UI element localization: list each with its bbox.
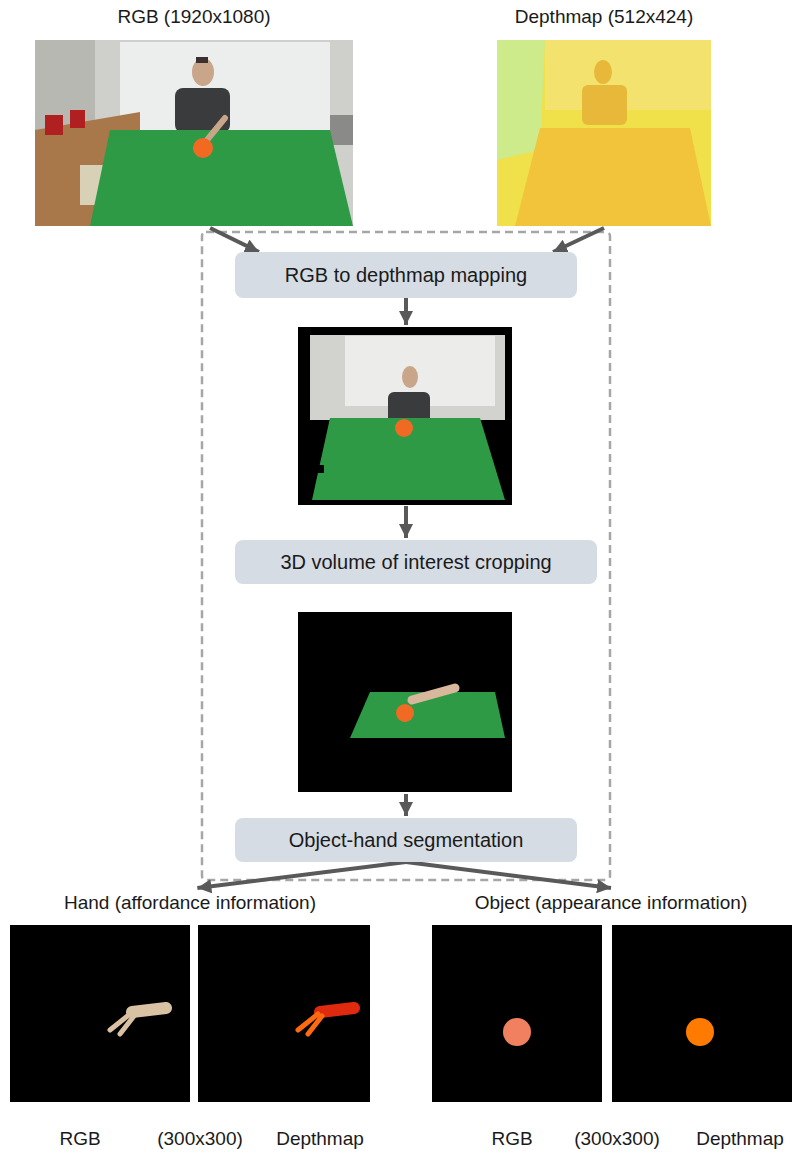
flow-arrow bbox=[210, 228, 259, 252]
green-table bbox=[90, 130, 353, 226]
flow-arrow bbox=[404, 298, 408, 325]
image-panel: Object (appearance information) bbox=[428, 888, 794, 1104]
node-text: RGB to depthmap mapping bbox=[281, 264, 531, 287]
process-box: RGB to depthmap mapping bbox=[235, 252, 577, 298]
process-box: 3D volume of interest cropping bbox=[235, 540, 597, 584]
object-depth-ball bbox=[686, 1018, 714, 1046]
process-box: Object-hand segmentation bbox=[235, 818, 577, 862]
depth-torso bbox=[582, 85, 627, 125]
image-caption: RGB bbox=[491, 1128, 532, 1150]
image-caption: RGB bbox=[59, 1128, 100, 1150]
image-caption: Depthmap bbox=[696, 1128, 784, 1150]
object-ball bbox=[503, 1018, 531, 1046]
ball bbox=[193, 138, 213, 158]
object-depth bbox=[612, 925, 792, 1102]
flow-arrow bbox=[553, 228, 604, 252]
person-head bbox=[192, 58, 214, 86]
node-text: Object-hand segmentation bbox=[285, 829, 528, 852]
hand-depth-arm bbox=[320, 1008, 354, 1012]
hand-rgb bbox=[10, 925, 190, 1102]
chair bbox=[70, 110, 85, 128]
photo-wall bbox=[35, 40, 353, 226]
depthmap bbox=[497, 40, 711, 226]
depth-head bbox=[594, 60, 612, 84]
hand-depth bbox=[198, 925, 370, 1102]
flow-arrow bbox=[404, 506, 408, 538]
node-text: Object (appearance information) bbox=[428, 888, 794, 914]
pipeline-frame bbox=[202, 232, 610, 880]
hand-finger bbox=[120, 1016, 134, 1034]
mapped-image bbox=[298, 327, 512, 505]
depth-wall bbox=[545, 40, 711, 110]
node-text: Depthmap (512x424) bbox=[495, 2, 713, 28]
mapped-head bbox=[402, 366, 418, 388]
chair bbox=[45, 115, 63, 135]
flow-arrow bbox=[197, 862, 406, 888]
image-panel: RGB (1920x1080) bbox=[33, 2, 355, 228]
image-panel: Depthmap (512x424) bbox=[495, 2, 713, 228]
image-caption: (300x300) bbox=[157, 1128, 243, 1150]
node-text: Hand (affordance information) bbox=[6, 888, 374, 914]
mapped-ball bbox=[395, 419, 413, 437]
node-text: 3D volume of interest cropping bbox=[276, 551, 555, 574]
person-arm bbox=[207, 118, 225, 140]
desk bbox=[330, 115, 353, 145]
person-hair bbox=[196, 57, 208, 63]
node-text: RGB (1920x1080) bbox=[33, 2, 355, 28]
cropped-arm bbox=[412, 688, 455, 700]
image-panel: Hand (affordance information) bbox=[6, 888, 374, 1104]
depth-table bbox=[515, 128, 711, 226]
image-caption: Depthmap bbox=[276, 1128, 364, 1150]
cropped-image bbox=[298, 612, 512, 792]
image-caption: (300x300) bbox=[574, 1128, 660, 1150]
object-rgb bbox=[432, 925, 602, 1102]
hand-arm bbox=[132, 1008, 166, 1012]
flow-arrow bbox=[404, 794, 408, 816]
speckle bbox=[316, 465, 324, 473]
cropped-ball bbox=[396, 704, 414, 722]
hand-depth-finger bbox=[308, 1016, 322, 1034]
speckle bbox=[312, 440, 318, 450]
mapped-table bbox=[312, 418, 505, 500]
flow-arrow bbox=[406, 862, 611, 888]
